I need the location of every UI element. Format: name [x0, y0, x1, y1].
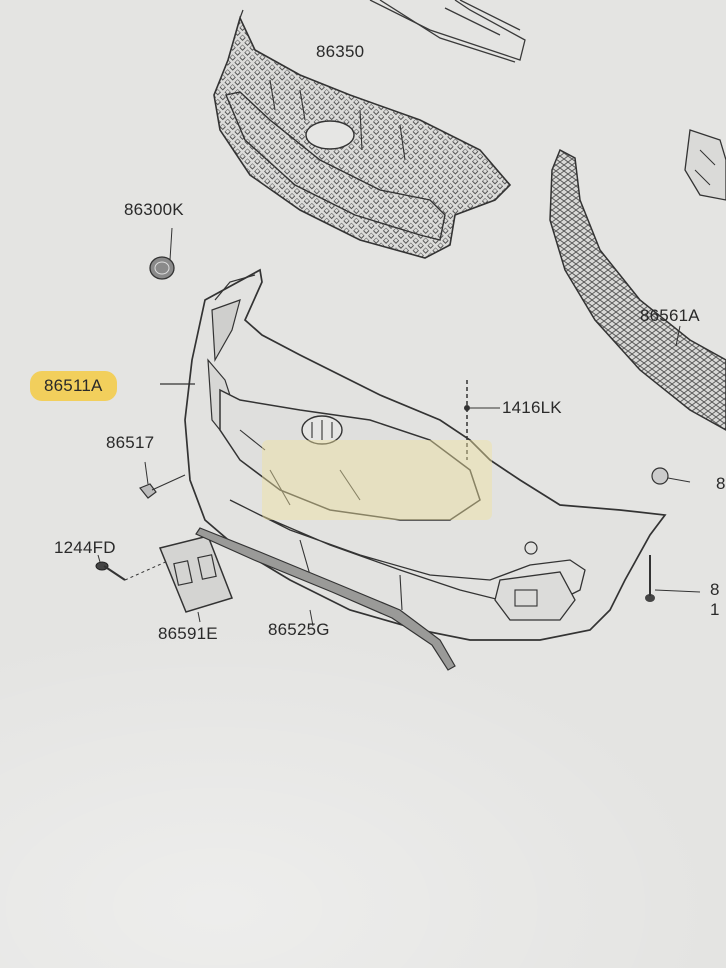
- label-lower-strip: 86525G: [268, 620, 330, 639]
- label-edge-mid: 8: [710, 580, 720, 599]
- label-retainer: 1416LK: [502, 398, 562, 417]
- label-clip: 86517: [106, 433, 155, 452]
- label-edge-top: 8: [716, 474, 726, 493]
- label-edge-low: 1: [710, 600, 720, 619]
- label-screw: 1244FD: [54, 538, 116, 557]
- label-emblem: 86300K: [124, 200, 184, 219]
- label-bumper-cover: 86511A: [30, 371, 117, 401]
- emblem-badge: [149, 227, 175, 280]
- screen-glare: [0, 560, 726, 968]
- watermark-shape: [262, 440, 492, 520]
- label-rear-grille: 86561A: [640, 306, 700, 325]
- radiator-grille: [213, 9, 512, 259]
- clip-fastener: [139, 461, 186, 499]
- label-plate-bracket: 86591E: [158, 624, 218, 643]
- label-grille: 86350: [316, 42, 365, 61]
- top-partial-part: [369, 0, 526, 63]
- retainer-leader: [464, 380, 500, 460]
- lower-grille-strip: [549, 129, 726, 431]
